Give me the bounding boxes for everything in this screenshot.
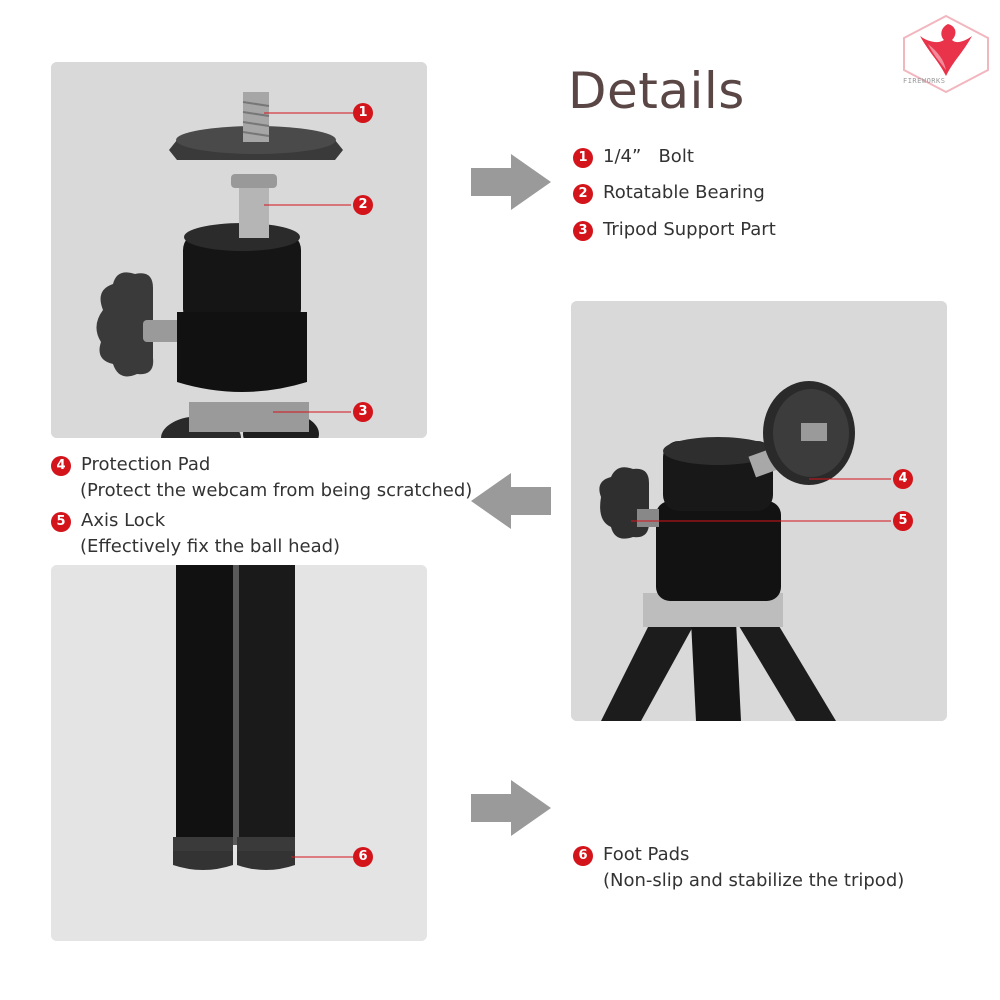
photo-tripod-right [571, 301, 947, 721]
item-label: Foot Pads [603, 844, 690, 865]
item-label: Rotatable Bearing [603, 182, 765, 203]
arrow-left-icon [471, 473, 551, 529]
item-label: 1/4” Bolt [603, 146, 694, 167]
item-number: 2 [573, 184, 593, 204]
callout-4: 4 [893, 469, 913, 489]
page-title: Details [568, 62, 745, 120]
list-item-support: 3 Tripod Support Part [573, 219, 776, 241]
list-item-foot-pads: 6 Foot Pads [573, 844, 689, 866]
item-description: (Non-slip and stabilize the tripod) [603, 870, 905, 891]
item-label: Protection Pad [81, 454, 211, 475]
list-item-axis-lock: 5 Axis Lock [51, 510, 165, 532]
arrow-right-icon [471, 780, 551, 836]
callout-5: 5 [893, 511, 913, 531]
list-item-bearing: 2 Rotatable Bearing [573, 182, 765, 204]
callout-1: 1 [353, 103, 373, 123]
item-description: (Effectively fix the ball head) [80, 536, 341, 557]
callout-6: 6 [353, 847, 373, 867]
item-number: 1 [573, 148, 593, 168]
item-number: 3 [573, 221, 593, 241]
list-item-bolt: 1 1/4” Bolt [573, 146, 694, 168]
item-description: (Protect the webcam from being scratched… [80, 480, 473, 501]
item-number: 6 [573, 846, 593, 866]
callout-3: 3 [353, 402, 373, 422]
item-number: 4 [51, 456, 71, 476]
callout-2: 2 [353, 195, 373, 215]
item-number: 5 [51, 512, 71, 532]
arrow-right-icon [471, 154, 551, 210]
fireworks-logo-icon [903, 14, 989, 94]
photo-foot-pads [51, 565, 427, 941]
list-item-protection-pad: 4 Protection Pad [51, 454, 210, 476]
item-label: Axis Lock [81, 510, 166, 531]
item-label: Tripod Support Part [603, 219, 776, 240]
photo-ball-head-top [51, 62, 427, 438]
logo-text: FIREWORKS [903, 77, 946, 85]
